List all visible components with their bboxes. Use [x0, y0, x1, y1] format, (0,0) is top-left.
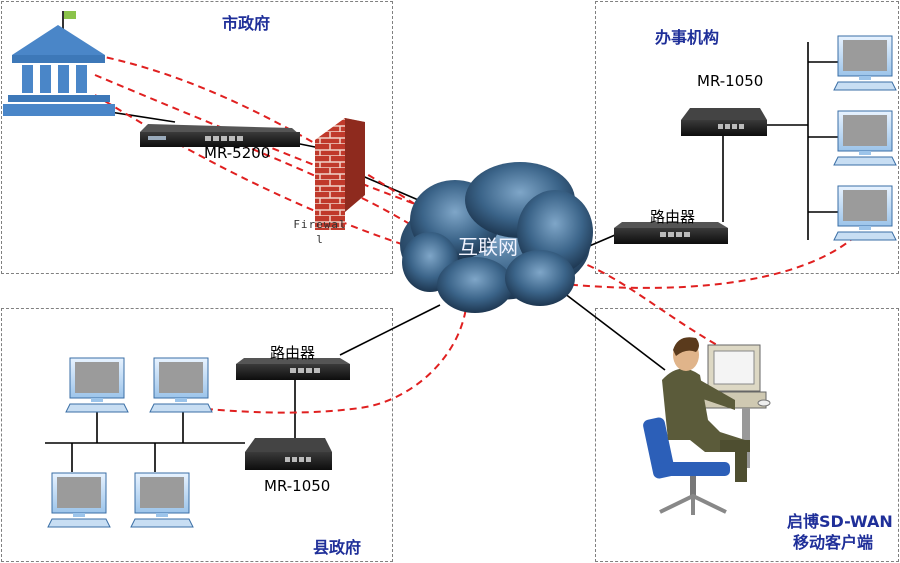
- computer-icon: [833, 110, 897, 166]
- computer-icon: [833, 35, 897, 91]
- office-panel: [595, 1, 899, 274]
- mobile-panel-title-line1: 启博SD-WAN: [787, 512, 893, 531]
- city-panel: [1, 1, 393, 274]
- county-gateway-label: MR-1050: [264, 477, 331, 495]
- office-router-label: 路由器: [650, 208, 696, 226]
- mobile-panel-title-line2: 移动客户端: [793, 533, 874, 552]
- office-gateway-label: MR-1050: [697, 72, 764, 90]
- building-icon: [3, 11, 115, 116]
- cloud-icon: [400, 162, 593, 313]
- router-icon: [236, 358, 350, 380]
- person-icon: [643, 337, 771, 515]
- internet-label: 互联网: [458, 235, 518, 259]
- firewall-label-line1: Firewal: [293, 218, 347, 231]
- router-icon: [681, 108, 767, 136]
- office-panel-title: 办事机构: [655, 28, 720, 47]
- computer-icon: [833, 185, 897, 241]
- computer-icon: [65, 357, 129, 413]
- firewall-icon: [315, 118, 365, 230]
- router-icon: [245, 438, 332, 470]
- router-icon: [614, 222, 728, 244]
- city-panel-title: 市政府: [222, 14, 271, 33]
- county-panel-title: 县政府: [313, 538, 362, 557]
- county-panel: [1, 308, 393, 562]
- physical-links: [45, 42, 838, 472]
- county-router-label: 路由器: [270, 344, 316, 362]
- computer-icon: [130, 472, 194, 528]
- mobile-panel: [595, 308, 899, 562]
- firewall-label-line2: l: [316, 233, 324, 246]
- router-icon: [140, 124, 300, 147]
- city-gateway-label: MR-5200: [204, 144, 271, 162]
- computer-icon: [149, 357, 213, 413]
- computer-icon: [47, 472, 111, 528]
